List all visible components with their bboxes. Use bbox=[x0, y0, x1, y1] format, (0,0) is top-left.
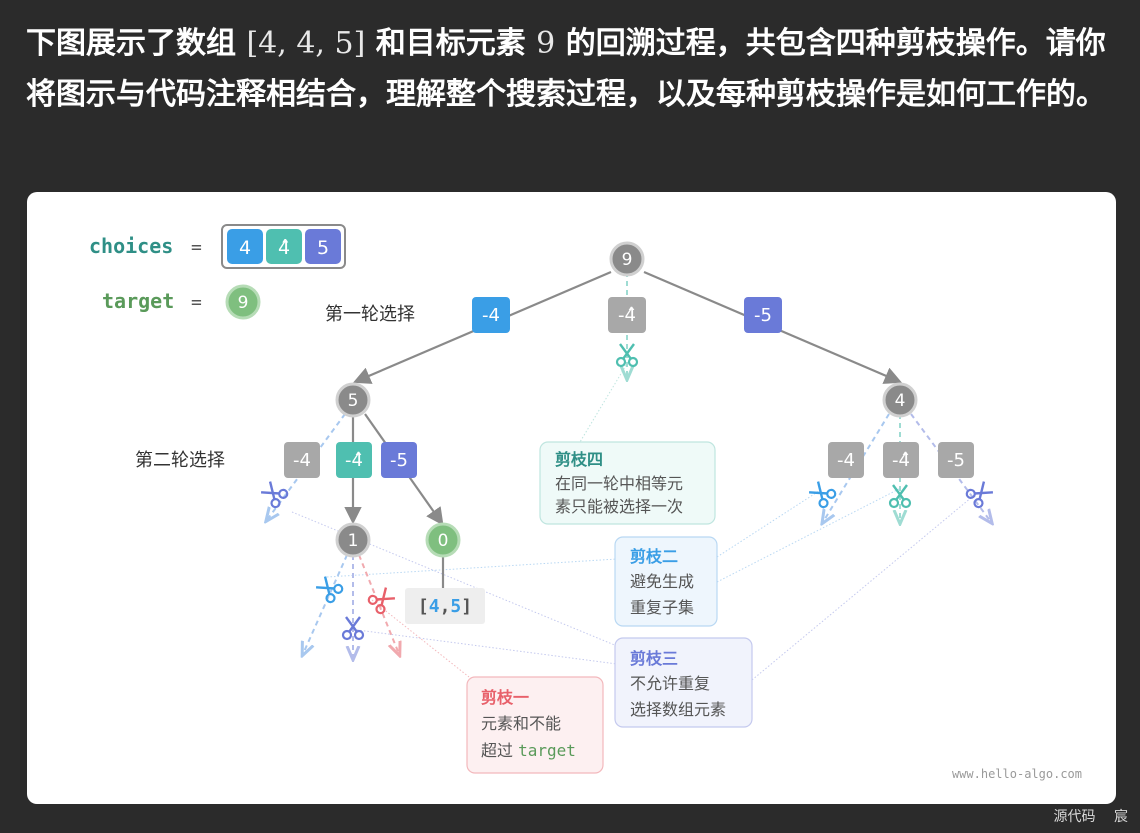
tree-nodes: 9 5 4 1 0 bbox=[335, 241, 918, 558]
choice-value-2: 5 bbox=[317, 237, 329, 259]
node-one-value: 1 bbox=[348, 531, 359, 551]
edge-label-r1-4 bbox=[472, 297, 510, 333]
source-code-link[interactable]: 源代码 bbox=[1053, 809, 1096, 825]
node-root bbox=[609, 241, 645, 277]
user-label: 宸 bbox=[1114, 809, 1128, 825]
note-pruning-four: 剪枝四 在同一轮中相等元 素只能被选择一次 bbox=[539, 441, 716, 525]
intro-array-math: [4, 4, 5] bbox=[246, 26, 366, 61]
node-zero bbox=[425, 522, 461, 558]
backtracking-figure: choices = 4 4̂ 5 target = 9 第一轮选择 第二轮选择 … bbox=[27, 192, 1116, 804]
choice-cell-2 bbox=[305, 229, 341, 264]
node-zero-value: 0 bbox=[438, 531, 449, 551]
pruning-diagram: choices = 4 4̂ 5 target = 9 第一轮选择 第二轮选择 … bbox=[89, 224, 1082, 781]
note-one-title: 剪枝一 bbox=[481, 688, 529, 707]
choices-label: choices bbox=[89, 234, 173, 258]
note-pruning-three: 剪枝三 不允许重复 选择数组元素 bbox=[614, 637, 753, 728]
intro-text-1: 下图展示了数组 bbox=[26, 26, 247, 61]
scissors-icon bbox=[312, 573, 346, 605]
edge-label-r1-4hat-text: -4̂ bbox=[618, 305, 636, 326]
edge-label-r-5 bbox=[938, 442, 974, 478]
edge-label-l-4hat-text: -4̂ bbox=[345, 450, 363, 471]
target-value: 9 bbox=[238, 293, 249, 313]
scissors-icon bbox=[805, 478, 839, 510]
node-one bbox=[335, 522, 371, 558]
edge-label-l-4-text: -4 bbox=[293, 450, 311, 471]
target-label: target bbox=[102, 289, 174, 313]
choice-value-1: 4̂ bbox=[278, 237, 290, 259]
target-equals: = bbox=[191, 292, 202, 313]
choices-equals: = bbox=[191, 237, 202, 258]
choice-cell-0 bbox=[227, 229, 263, 264]
edge-label-r1-4hat bbox=[608, 297, 646, 333]
edge-label-r-5-text: -5 bbox=[947, 450, 965, 471]
note-four-line2: 素只能被选择一次 bbox=[555, 497, 683, 516]
round1-label: 第一轮选择 bbox=[325, 304, 415, 325]
note-three-line2: 选择数组元素 bbox=[630, 700, 726, 719]
note-connectors bbox=[291, 361, 979, 681]
intro-text-2: 和目标元素 bbox=[365, 26, 537, 61]
edge-label-l-4hat bbox=[336, 442, 372, 478]
note-one-line1: 元素和不能 bbox=[481, 714, 561, 733]
note-four-title: 剪枝四 bbox=[555, 450, 603, 469]
edge-label-l-4 bbox=[284, 442, 320, 478]
edge-label-l-5-text: -5 bbox=[390, 450, 408, 471]
edge-label-r-4hat bbox=[883, 442, 919, 478]
note-four-line1: 在同一轮中相等元 bbox=[555, 474, 683, 493]
choice-value-0: 4 bbox=[239, 237, 251, 259]
edge-label-r1-4-text: -4 bbox=[482, 305, 500, 326]
node-root-value: 9 bbox=[622, 250, 633, 270]
watermark: www.hello-algo.com bbox=[952, 767, 1082, 781]
note-two-line2: 重复子集 bbox=[630, 598, 694, 617]
edge-label-r-4 bbox=[828, 442, 864, 478]
edge-label-r1-5-text: -5 bbox=[754, 305, 772, 326]
node-right bbox=[882, 382, 918, 418]
node-right-value: 4 bbox=[895, 391, 906, 411]
round2-label: 第二轮选择 bbox=[135, 450, 225, 471]
note-pruning-one: 剪枝一 元素和不能 超过 target bbox=[466, 676, 604, 774]
intro-text-3: 的回溯过程，共包含四种剪枝操作。请你将图示与代码注释相结合，理解整个搜索过程，以… bbox=[26, 26, 1106, 112]
note-three-line1: 不允许重复 bbox=[630, 674, 710, 693]
scissors-icon bbox=[365, 584, 399, 616]
edge-label-r1-5 bbox=[744, 297, 782, 333]
intro-paragraph: 下图展示了数组 [4, 4, 5] 和目标元素 9 的回溯过程，共包含四种剪枝操… bbox=[26, 18, 1116, 120]
note-one-line2: 超过 target bbox=[481, 741, 576, 760]
intro-target-math: 9 bbox=[536, 26, 556, 61]
node-left-value: 5 bbox=[348, 391, 359, 411]
note-three-title: 剪枝三 bbox=[630, 649, 678, 668]
note-pruning-two: 剪枝二 避免生成 重复子集 bbox=[614, 536, 718, 627]
node-left bbox=[335, 382, 371, 418]
edge-label-r-4hat-text: -4̂ bbox=[892, 450, 910, 471]
result-subset-text: [4,5] bbox=[418, 596, 472, 617]
target-circle bbox=[225, 284, 261, 320]
footer: 源代码 宸 bbox=[1054, 806, 1128, 826]
result-subset bbox=[405, 588, 485, 624]
edge-label-l-5 bbox=[381, 442, 417, 478]
note-two-line1: 避免生成 bbox=[630, 572, 694, 591]
edge-labels: -4 -4̂ -5 -4 -4̂ -5 -4 -4̂ -5 bbox=[284, 297, 974, 478]
choice-cell-1 bbox=[266, 229, 302, 264]
edge-label-r-4-text: -4 bbox=[837, 450, 855, 471]
scissors-icon bbox=[257, 478, 291, 510]
note-two-title: 剪枝二 bbox=[630, 547, 678, 566]
